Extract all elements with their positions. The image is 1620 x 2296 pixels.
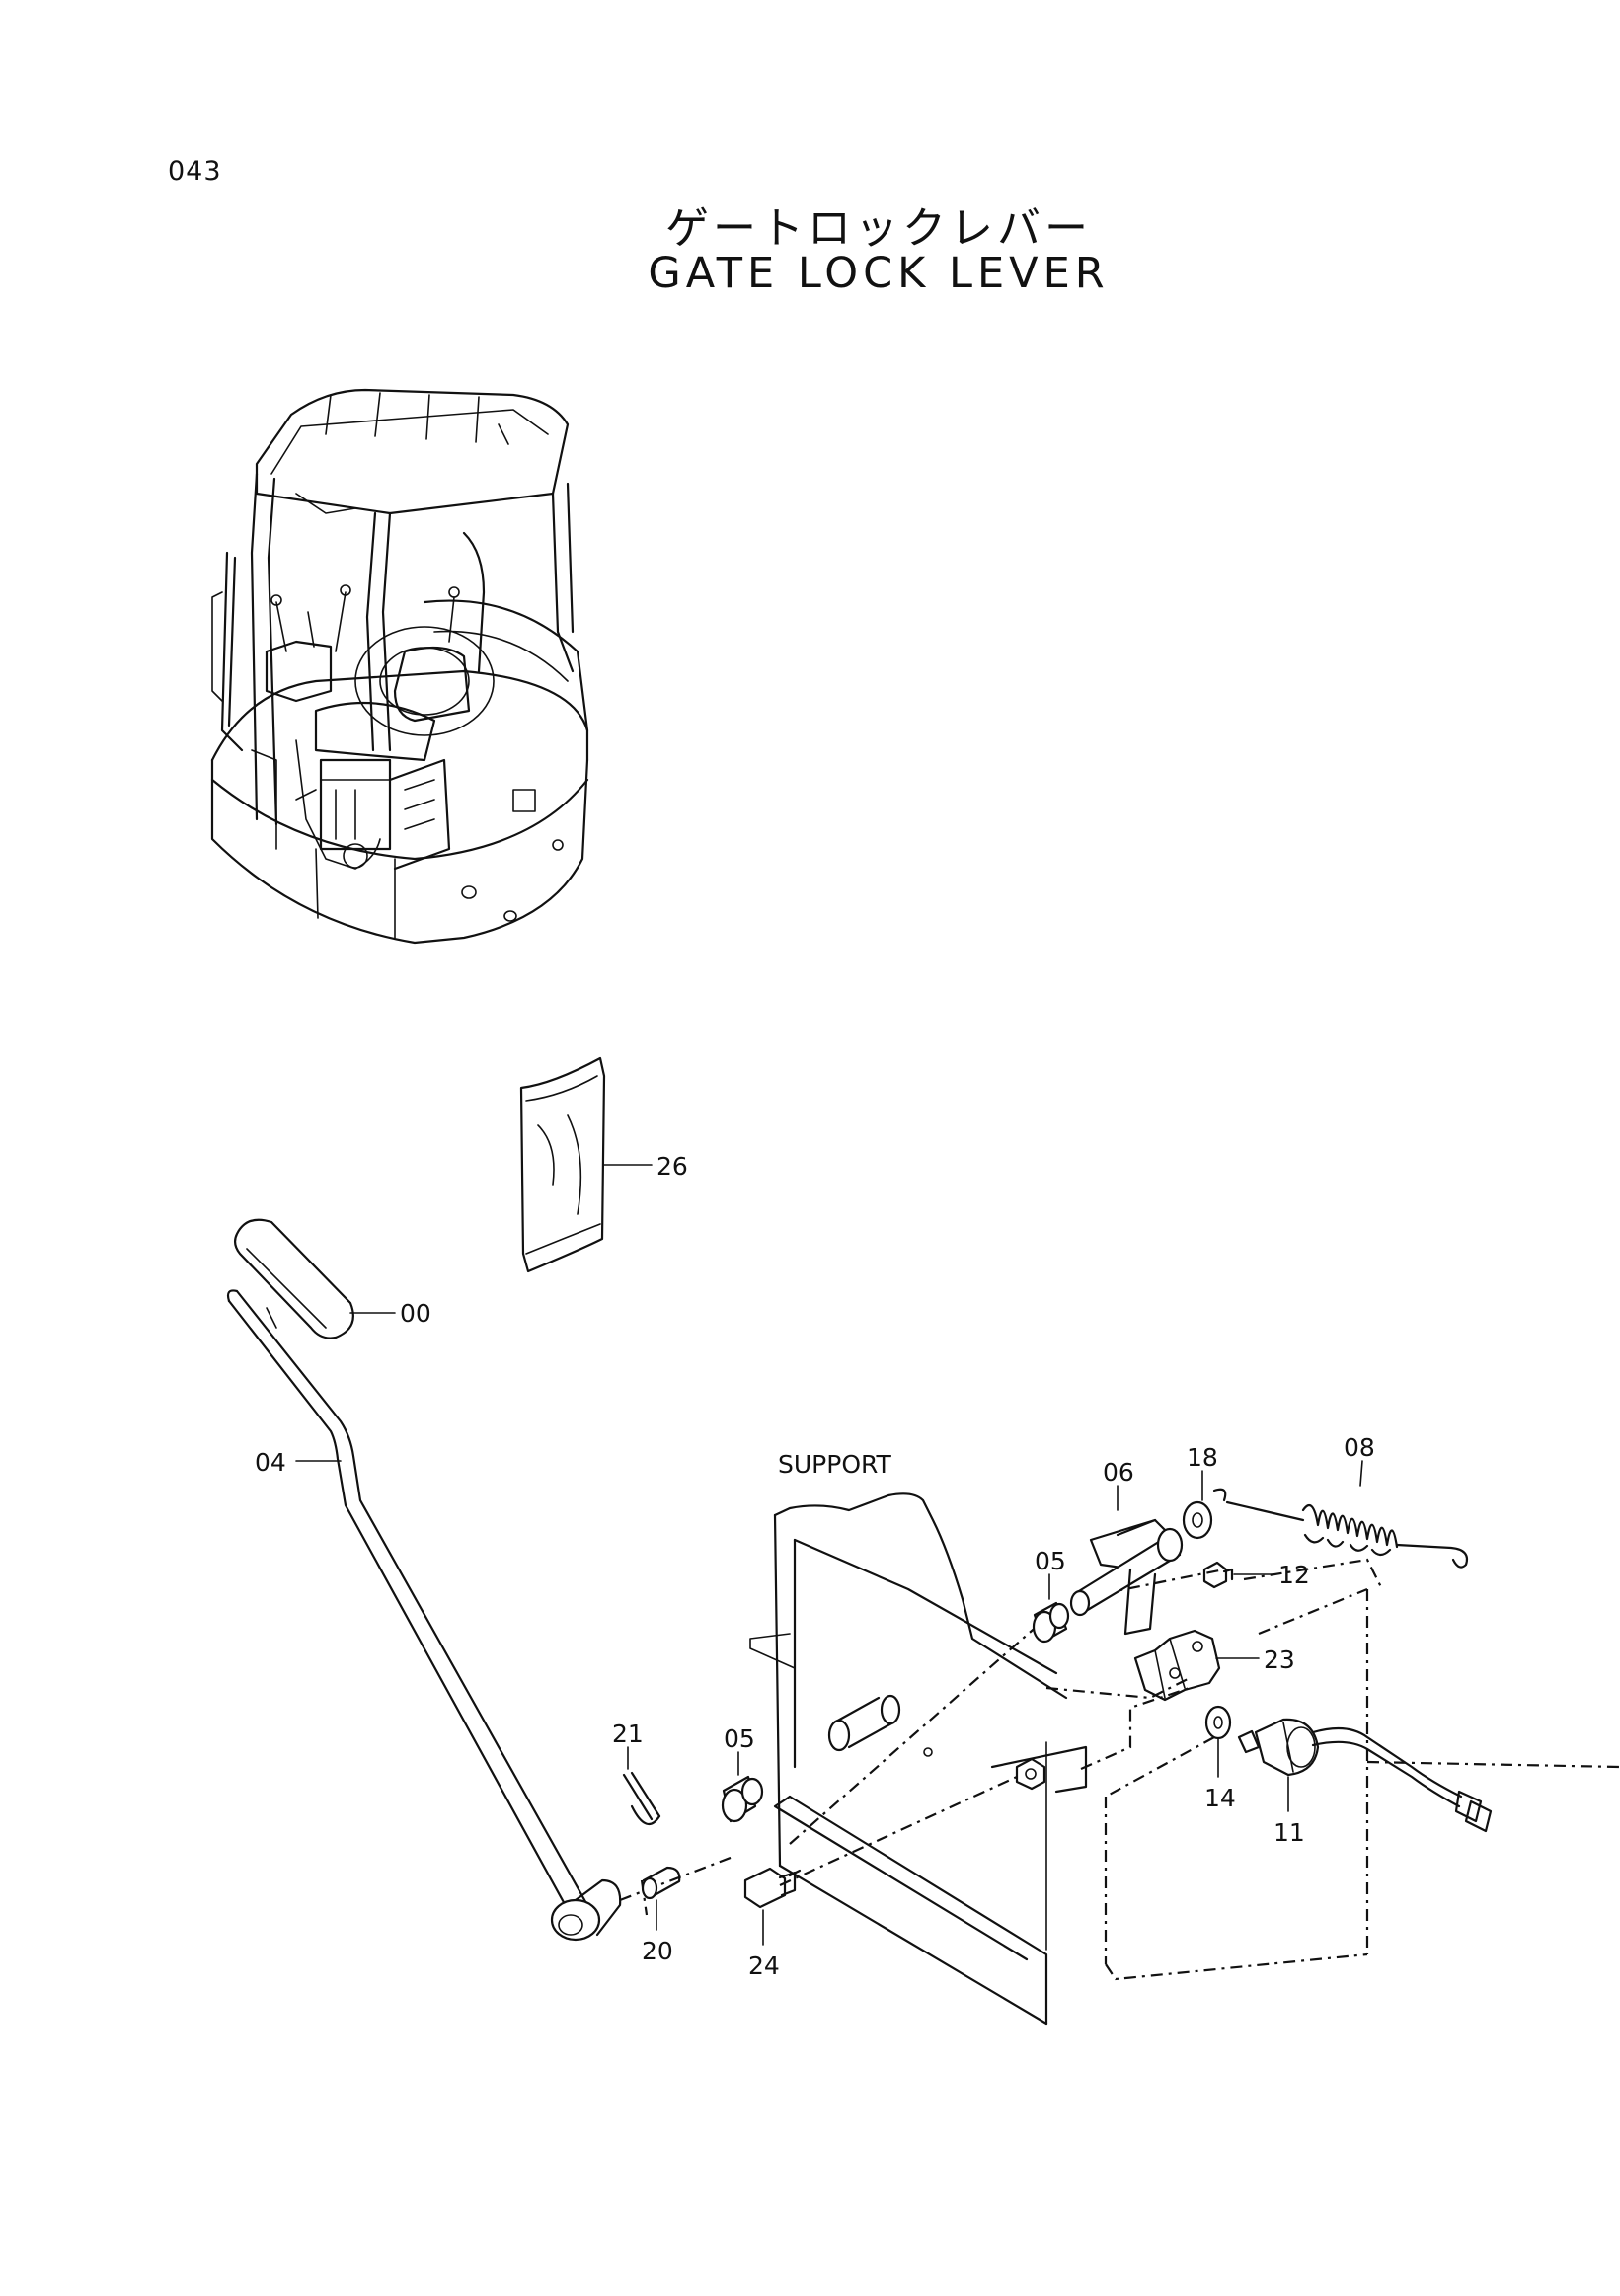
title-japanese: ゲートロックレバー (665, 203, 1092, 254)
part-14-washer (1204, 1705, 1232, 1778)
part-18-collar (1182, 1470, 1227, 1540)
part-24-bolt (743, 1867, 802, 1946)
part-11-limit-switch (1237, 1718, 1493, 1833)
callout-06: 06 (1103, 1458, 1134, 1487)
callout-11: 11 (1273, 1818, 1305, 1847)
callout-05-upper: 05 (1035, 1547, 1066, 1575)
page-number: 043 (168, 156, 222, 187)
callout-18: 18 (1187, 1443, 1218, 1472)
callout-23: 23 (1264, 1645, 1295, 1674)
support-label: SUPPORT (778, 1450, 892, 1479)
part-26-bag (519, 1056, 653, 1273)
callout-04: 04 (255, 1448, 286, 1477)
title-english: GATE LOCK LEVER (648, 249, 1110, 298)
part-21-spring-pin (622, 1746, 661, 1826)
callout-26: 26 (656, 1152, 688, 1181)
part-05-bushing-upper (1032, 1573, 1070, 1644)
callout-labels: 26 00 04 08 18 06 05 12 23 21 05 14 11 2… (255, 1152, 1375, 1980)
callout-14: 14 (1204, 1784, 1236, 1812)
assembly-guide-lines (619, 1558, 1620, 1981)
callout-24: 24 (748, 1952, 780, 1980)
callout-05-left: 05 (724, 1724, 755, 1753)
callout-21: 21 (612, 1720, 644, 1748)
part-05-bushing-left (721, 1751, 764, 1823)
callout-12: 12 (1278, 1561, 1310, 1589)
part-00-grip (233, 1218, 396, 1339)
callout-00: 00 (400, 1299, 431, 1328)
machine-overview-illustration (210, 388, 589, 945)
support-bracket (749, 1492, 1088, 2026)
part-12-bolt (1202, 1561, 1274, 1589)
part-20-pin (641, 1866, 681, 1931)
part-06-lever-bracket (1069, 1485, 1184, 1636)
part-23-switch-bracket (1133, 1629, 1260, 1702)
callout-20: 20 (642, 1937, 673, 1965)
part-04-lever-rod (226, 1289, 622, 1942)
part-08-spring (1225, 1460, 1469, 1569)
callout-08: 08 (1344, 1433, 1375, 1462)
